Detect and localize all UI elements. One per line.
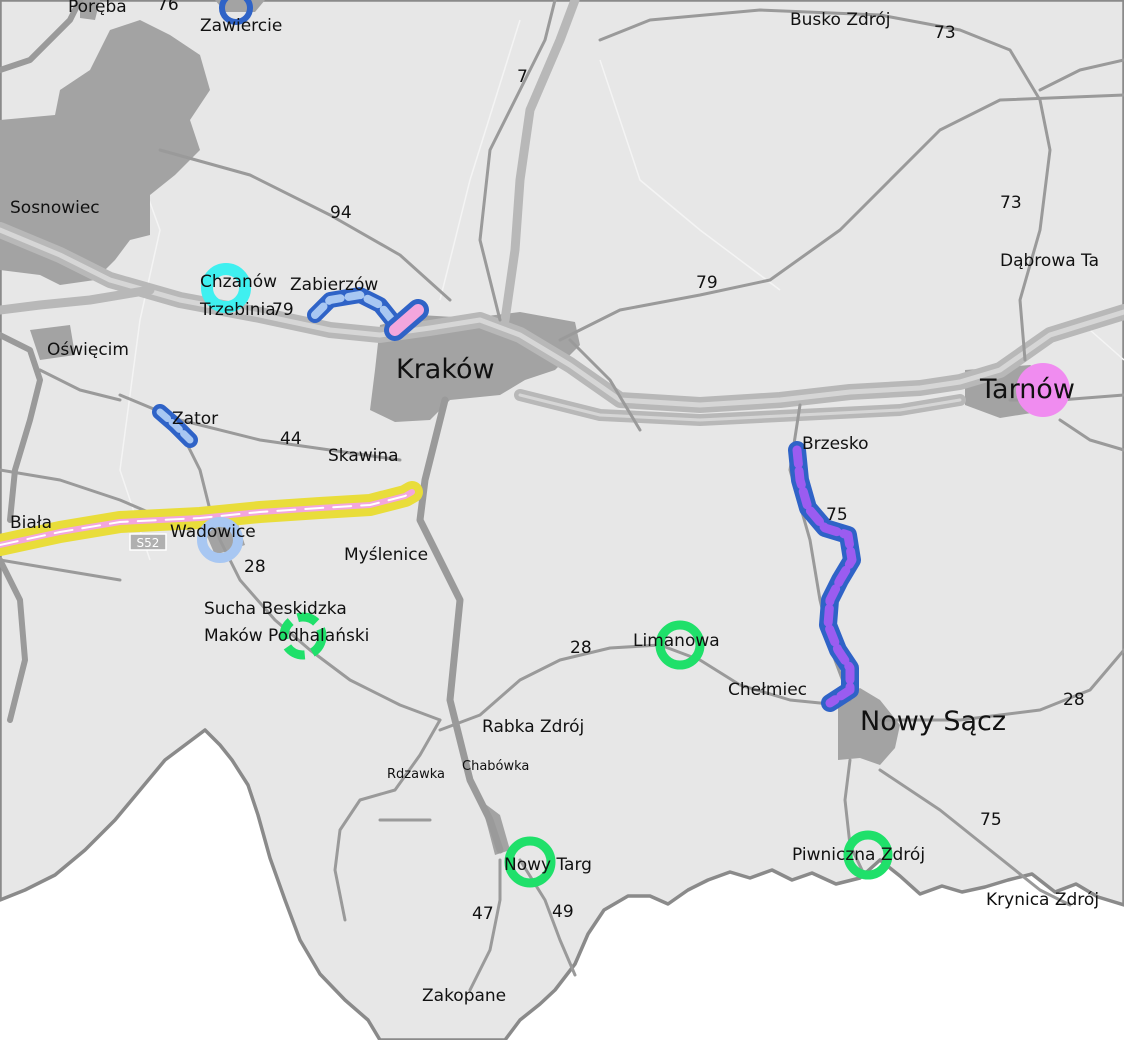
- label-limanowa: Limanowa: [633, 631, 720, 651]
- road-label-94: 94: [330, 203, 352, 223]
- label-rdzawka: Rdzawka: [387, 767, 445, 782]
- label-makow: Maków Podhalański: [204, 626, 369, 646]
- road-label-7: 7: [517, 67, 528, 87]
- road-label-49: 49: [552, 902, 574, 922]
- marker-tarnow: [1016, 363, 1070, 417]
- road-label-75-south: 75: [980, 810, 1002, 830]
- label-nowy-sacz: Nowy Sącz: [860, 706, 1006, 737]
- label-tarnow: Tarnów: [979, 374, 1075, 405]
- label-zabierzow: Zabierzów: [290, 275, 378, 295]
- road-label-75-north: 75: [826, 505, 848, 525]
- urban-area-nowy-sacz: [838, 688, 900, 765]
- label-myslenice: Myślenice: [344, 545, 428, 565]
- label-zawiercie: Zawiercie: [200, 16, 282, 36]
- label-wadowice: Wadowice: [170, 522, 256, 542]
- major-city-labels: Kraków Nowy Sącz Tarnów: [396, 354, 1075, 737]
- label-krakow: Kraków: [396, 354, 495, 385]
- major-roads: [0, 0, 1124, 854]
- marker-nowy-targ: [504, 836, 556, 888]
- route-zator[interactable]: [152, 404, 198, 448]
- urban-area-katowice: [0, 20, 210, 285]
- label-piwniczna: Piwniczna Zdrój: [792, 845, 925, 865]
- label-zakopane: Zakopane: [422, 986, 506, 1006]
- marker-zawiercie: [219, 0, 253, 25]
- road-label-79-east: 79: [696, 273, 718, 293]
- location-markers: [197, 0, 1070, 888]
- label-krynica: Krynica Zdrój: [986, 890, 1099, 910]
- label-nowy-targ: Nowy Targ: [504, 855, 592, 875]
- label-sosnowiec: Sosnowiec: [10, 198, 100, 218]
- route-75[interactable]: [788, 441, 861, 712]
- label-dabrowa: Dąbrowa Ta: [1000, 251, 1099, 271]
- label-biala: Biała: [10, 513, 52, 533]
- label-poreba: Poręba: [68, 0, 127, 17]
- road-number-labels: 76 73 7 73 94 79 79 44 75 28 28 28 75 47…: [157, 0, 1085, 924]
- route-s52[interactable]: [0, 481, 423, 556]
- road-label-73-east: 73: [1000, 193, 1022, 213]
- marker-sucha: [279, 612, 327, 660]
- label-chabowka: Chabówka: [462, 759, 529, 774]
- label-skawina: Skawina: [328, 446, 399, 466]
- road-label-79-west: 79: [272, 300, 294, 320]
- label-sucha: Sucha Beskidzka: [204, 599, 347, 619]
- road-badge-s52: S52: [129, 533, 167, 551]
- label-rabka: Rabka Zdrój: [482, 717, 584, 737]
- road-label-47: 47: [472, 904, 494, 924]
- road-label-28-mid: 28: [570, 638, 592, 658]
- label-chrzanow: Chzanów: [200, 272, 277, 292]
- label-trzebinia: Trzebinia: [199, 300, 276, 320]
- label-busko: Busko Zdrój: [790, 10, 891, 30]
- marker-wadowice: [197, 517, 243, 563]
- road-label-28-west: 28: [244, 557, 266, 577]
- road-label-76: 76: [157, 0, 179, 15]
- marker-piwniczna: [843, 830, 893, 880]
- route-zabierzow[interactable]: [307, 287, 429, 341]
- label-chelmiec: Chełmiec: [728, 680, 807, 700]
- label-brzesko: Brzesko: [802, 434, 869, 454]
- svg-text:S52: S52: [137, 536, 160, 550]
- marker-chrzanow: [201, 263, 251, 313]
- marker-limanowa: [655, 620, 705, 670]
- road-label-28-east: 28: [1063, 690, 1085, 710]
- label-zator: Zator: [172, 409, 218, 429]
- town-labels: Poręba Zawiercie Busko Zdrój Sosnowiec D…: [10, 0, 1099, 1006]
- secondary-roads: [0, 0, 1124, 992]
- label-oswiecim: Oświęcim: [47, 340, 129, 360]
- road-label-73-north: 73: [934, 23, 956, 43]
- road-label-44: 44: [280, 429, 302, 449]
- secondary-borders: [119, 19, 1124, 561]
